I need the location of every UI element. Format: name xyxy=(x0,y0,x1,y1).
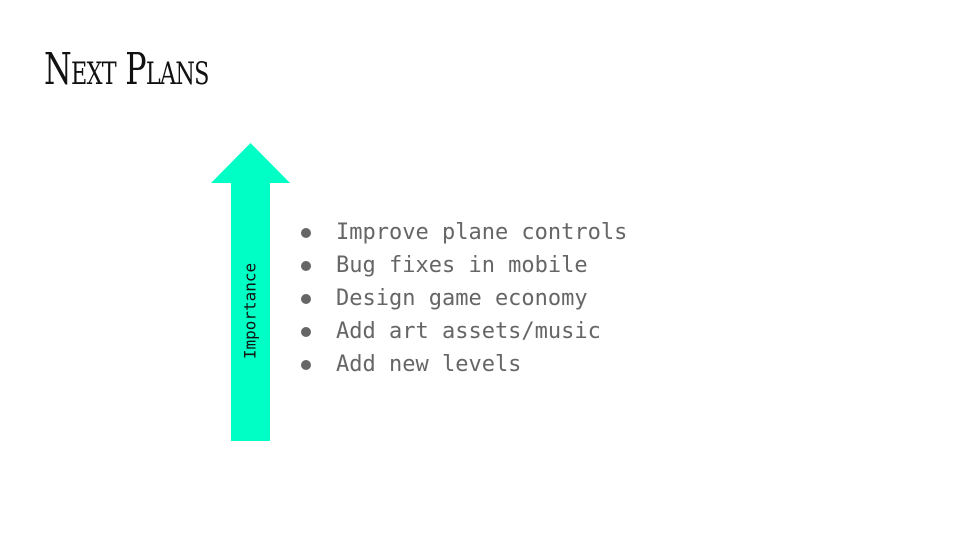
list-item: Bug fixes in mobile xyxy=(296,249,627,282)
bullet-icon xyxy=(301,326,311,337)
plan-item-text: Add art assets/music xyxy=(336,319,601,344)
plans-list: Improve plane controls Bug fixes in mobi… xyxy=(296,216,627,381)
list-item: Add new levels xyxy=(296,348,627,381)
list-item: Improve plane controls xyxy=(296,216,627,249)
plan-item-text: Design game economy xyxy=(336,286,588,311)
plan-item-text: Improve plane controls xyxy=(336,220,628,245)
bullet-icon xyxy=(301,227,311,238)
importance-label: Importance xyxy=(240,262,260,360)
importance-arrow-up-icon xyxy=(211,143,290,441)
importance-arrow-shape xyxy=(211,143,290,441)
plan-item-text: Add new levels xyxy=(336,352,522,377)
bullet-icon xyxy=(301,293,311,304)
list-item: Add art assets/music xyxy=(296,315,627,348)
slide-title: Next Plans xyxy=(44,44,209,95)
plan-item-text: Bug fixes in mobile xyxy=(336,253,588,278)
list-item: Design game economy xyxy=(296,282,627,315)
bullet-icon xyxy=(301,359,311,370)
bullet-icon xyxy=(301,260,311,271)
